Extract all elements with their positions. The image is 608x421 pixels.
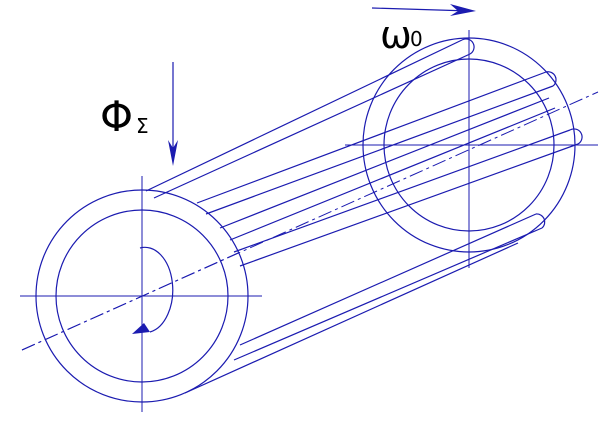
bar-2-cap (545, 71, 557, 87)
front-end-ring (20, 176, 262, 412)
bar-4-edge-a (233, 129, 571, 253)
bar-top-cap (461, 38, 475, 55)
bar-top-edge-b (153, 53, 471, 199)
bar-4-cap (569, 128, 583, 145)
bar-5-cap (535, 213, 546, 229)
rotor-bars (145, 38, 583, 394)
bar-2-edge-a (196, 71, 547, 204)
rotation-arrow-shaft (371, 7, 471, 12)
rotation-arrow-head (450, 4, 476, 16)
omega-subscript: 0 (410, 27, 423, 51)
bar-6-edge (184, 242, 519, 394)
rotation-arrow (371, 4, 476, 16)
bar-3-edge-b (229, 107, 556, 241)
bar-top-edge-a (145, 39, 463, 192)
rotor-axis-front (21, 252, 239, 351)
bar-2-edge-b (205, 85, 554, 215)
bar-5-edge-a (239, 213, 537, 346)
flux-label: Φ (100, 92, 133, 141)
bar-4-edge-b (239, 143, 579, 267)
flux-arrow-head (168, 140, 178, 166)
omega-label: ω (380, 13, 412, 57)
circulation-arc (139, 246, 174, 333)
flux-arrow (168, 62, 178, 166)
bar-3-edge-a (219, 97, 550, 229)
circulation-arrowhead (132, 323, 150, 334)
bar-5-edge-b (233, 227, 543, 361)
flux-subscript: Σ (136, 114, 149, 138)
